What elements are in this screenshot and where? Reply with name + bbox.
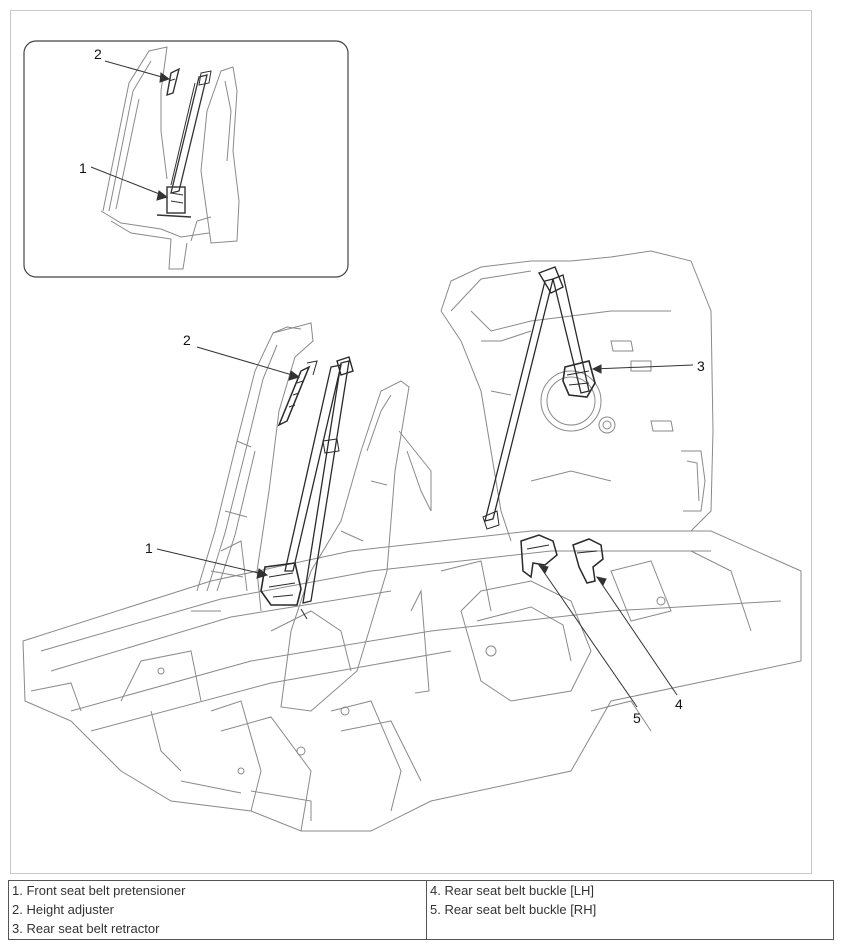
inset-detail-box <box>23 40 349 278</box>
diagram-frame: 2 1 2 1 3 5 4 <box>10 10 812 874</box>
floor-pan-drawing <box>22 530 802 832</box>
seat-belt-diagram: 2 1 2 1 3 5 4 <box>22 40 802 832</box>
callout-3: 3 <box>697 358 705 374</box>
legend-item: 4. Rear seat belt buckle [LH] <box>430 883 595 898</box>
legend-right-column: 4. Rear seat belt buckle [LH] 5. Rear se… <box>426 880 834 940</box>
legend-item: 3. Rear seat belt retractor <box>12 921 160 936</box>
rear-buckles-drawing <box>520 534 604 584</box>
inset-height-adjuster-drawing <box>166 67 181 97</box>
inset-b-pillar-drawing <box>100 46 240 270</box>
parts-legend-table: 1. Front seat belt pretensioner 2. Heigh… <box>8 880 834 940</box>
callout-1: 1 <box>145 540 153 556</box>
b-pillar-drawing <box>191 322 432 712</box>
height-adjuster-drawing <box>277 360 318 427</box>
legend-item: 2. Height adjuster <box>12 902 114 917</box>
callout-5: 5 <box>633 710 641 726</box>
legend-left-column: 1. Front seat belt pretensioner 2. Heigh… <box>8 880 427 940</box>
legend-item: 5. Rear seat belt buckle [RH] <box>430 902 597 917</box>
rear-seat-belt-drawing <box>482 266 596 530</box>
inset-belt-drawing <box>156 70 212 218</box>
front-seat-belt-drawing <box>260 356 354 620</box>
rear-quarter-panel-drawing <box>440 250 714 542</box>
inset-callout-1: 1 <box>79 160 87 176</box>
leader-lines <box>90 60 694 708</box>
callout-2: 2 <box>183 332 191 348</box>
legend-item: 1. Front seat belt pretensioner <box>12 883 186 898</box>
callout-4: 4 <box>675 696 683 712</box>
inset-callout-2: 2 <box>94 46 102 62</box>
